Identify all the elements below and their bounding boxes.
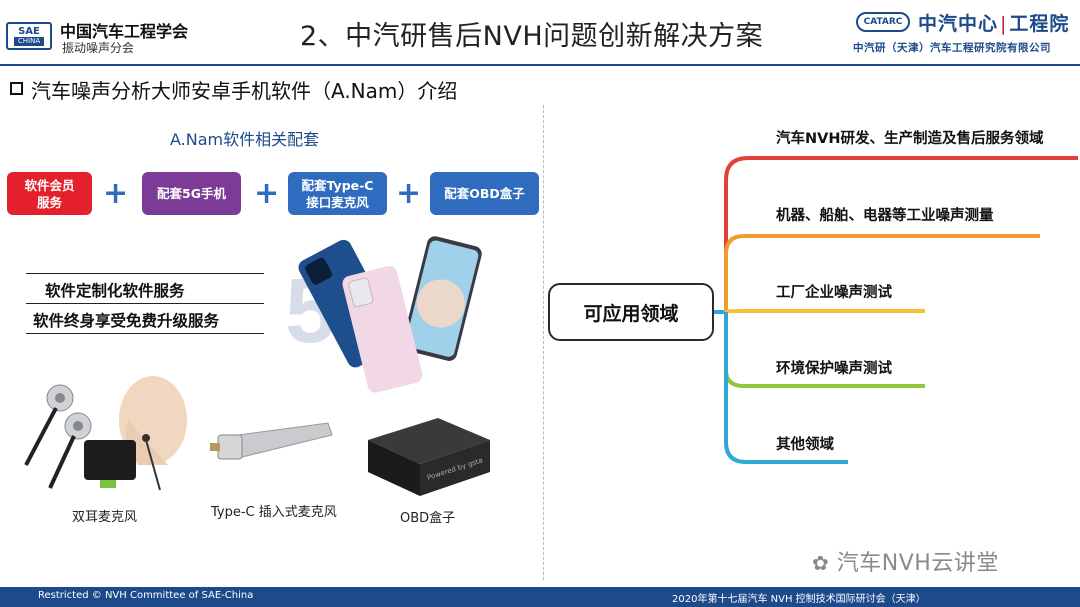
plus-icon: + <box>103 176 129 211</box>
branch-connector-red <box>724 156 1078 312</box>
branch-industrial-noise: 机器、船舶、电器等工业噪声测量 <box>776 208 994 224</box>
service-rule <box>26 303 264 304</box>
org-name: 中国汽车工程学会 <box>60 22 189 41</box>
branch-environment-noise: 环境保护噪声测试 <box>776 361 892 377</box>
partner-name-part2: 工程院 <box>1009 13 1070 35</box>
partner-separator: | <box>1000 13 1008 35</box>
branch-connector-blue <box>724 312 848 464</box>
header-divider <box>0 64 1080 66</box>
branch-connector-yellow <box>724 309 925 314</box>
partner-full-name: 中汽研（天津）汽车工程研究院有限公司 <box>853 42 1051 54</box>
sae-china-logo: SAE CHINA <box>6 22 52 50</box>
mindmap-root: 可应用领域 <box>548 283 714 341</box>
service-item-customization: 软件定制化软件服务 <box>45 282 185 300</box>
partner-name: 中汽中心|工程院 <box>918 9 1069 36</box>
phone-5g-image: 5G <box>285 236 482 393</box>
section-bullet-icon <box>10 82 23 95</box>
plus-icon: + <box>254 176 280 211</box>
obd-box-image: Powered by gsta <box>368 418 490 496</box>
kit-chip-label: 配套5G手机 <box>157 186 226 201</box>
branch-factory-noise: 工厂企业噪声测试 <box>776 285 892 301</box>
service-rule <box>26 273 264 274</box>
service-item-upgrade: 软件终身享受免费升级服务 <box>33 312 220 330</box>
branch-connector-orange <box>724 234 1040 312</box>
kit-title: A.Nam软件相关配套 <box>170 130 320 149</box>
slide-title: 2、中汽研售后NVH问题创新解决方案 <box>300 21 764 52</box>
catarc-logo: CATARC <box>856 12 910 32</box>
caption-obd: OBD盒子 <box>400 511 456 526</box>
kit-chip-label: 配套Type-C 接口麦克风 <box>301 177 374 210</box>
sae-logo-text: SAE <box>18 26 40 37</box>
watermark-text: 汽车NVH云讲堂 <box>836 551 999 576</box>
branch-other: 其他领域 <box>776 437 834 453</box>
typec-microphone-image <box>210 422 333 460</box>
mindmap-connectors <box>714 156 1078 464</box>
kit-chip-label: 配套OBD盒子 <box>444 186 525 201</box>
sae-logo-sub: CHINA <box>13 37 45 46</box>
kit-chip-membership: 软件会员 服务 <box>7 172 92 215</box>
partner-name-part1: 中汽中心 <box>918 13 999 35</box>
kit-chip-obd: 配套OBD盒子 <box>430 172 539 215</box>
kit-chip-label: 软件会员 服务 <box>24 177 75 210</box>
section-title: 汽车噪声分析大师安卓手机软件（A.Nam）介绍 <box>31 79 458 103</box>
org-branch: 振动噪声分会 <box>62 41 135 55</box>
branch-automotive-nvh: 汽车NVH研发、生产制造及售后服务领域 <box>776 131 1044 147</box>
kit-chip-phone: 配套5G手机 <box>142 172 241 215</box>
wechat-watermark: ✿ 汽车NVH云讲堂 <box>812 545 999 577</box>
wechat-icon: ✿ <box>812 551 830 575</box>
phone-front-blue <box>402 236 482 361</box>
plus-icon: + <box>396 176 422 211</box>
binaural-microphone-image <box>24 376 187 491</box>
service-rule <box>26 333 264 334</box>
caption-binaural: 双耳麦克风 <box>72 510 138 525</box>
footer-event: 2020年第十七届汽车 NVH 控制技术国际研讨会（天津） <box>672 594 926 605</box>
phone-pink <box>342 266 423 393</box>
caption-typec: Type-C 插入式麦克风 <box>211 505 337 520</box>
vertical-divider <box>543 105 544 580</box>
footer-copyright: Restricted © NVH Committee of SAE-China <box>38 590 254 601</box>
kit-chip-microphone: 配套Type-C 接口麦克风 <box>288 172 387 215</box>
footer-bar <box>0 587 1080 607</box>
